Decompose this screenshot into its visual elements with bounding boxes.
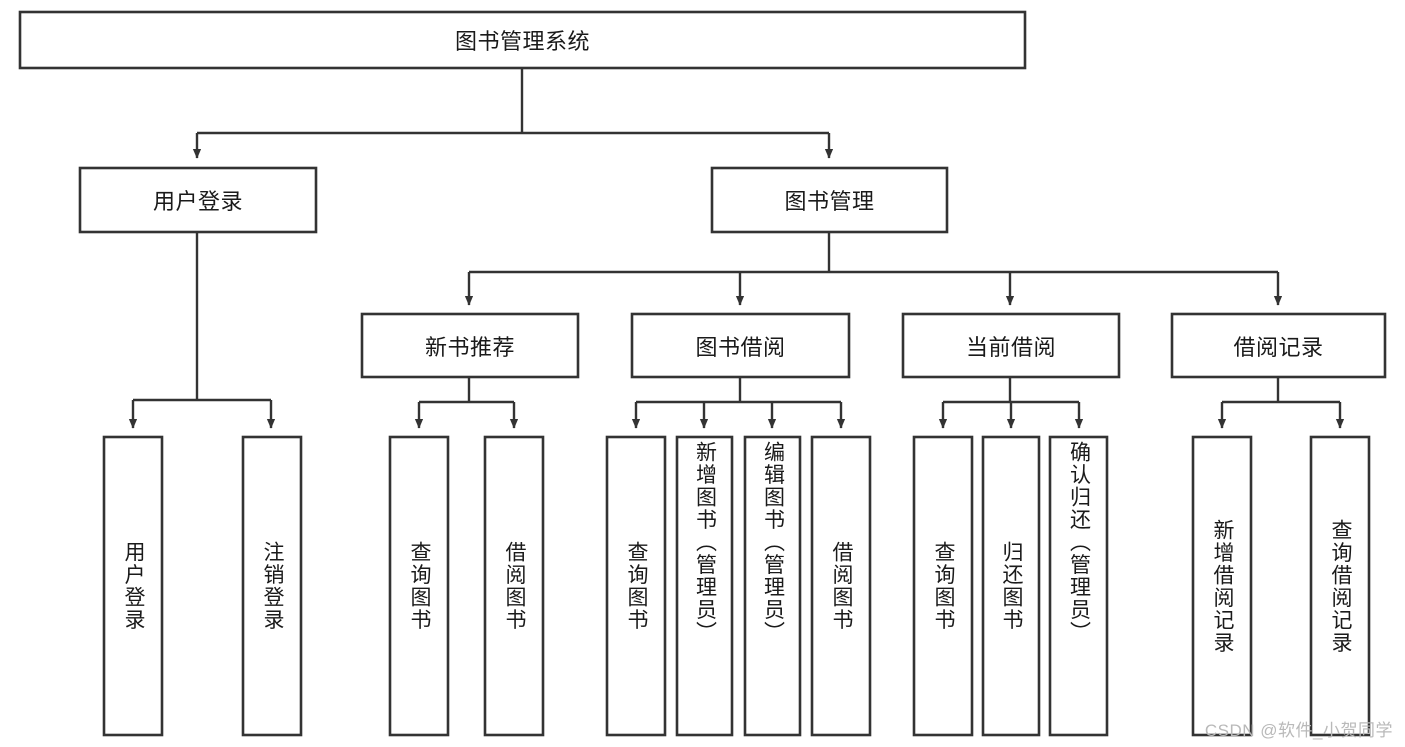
node-leaf-return-book[interactable] <box>981 435 1041 737</box>
node-new-book-recommend[interactable] <box>360 312 580 379</box>
watermark-text: CSDN @软件_小贺同学 <box>1204 721 1393 740</box>
connector-newbook-to-leaves <box>414 377 519 429</box>
connector-borrowrecord-to-leaves <box>1217 377 1345 429</box>
node-current-borrow[interactable] <box>901 312 1121 379</box>
node-book-borrow[interactable] <box>630 312 851 379</box>
connector-currentborrow-to-leaves <box>938 377 1084 429</box>
connector-root-to-level2 <box>192 68 834 159</box>
node-leaf-query-book-1[interactable] <box>388 435 450 737</box>
node-leaf-add-book[interactable] <box>675 435 734 737</box>
node-leaf-edit-book[interactable] <box>743 435 802 737</box>
connector-userlogin-to-leaves <box>128 232 276 429</box>
node-leaf-add-record[interactable] <box>1191 435 1253 737</box>
node-root[interactable] <box>18 10 1027 70</box>
node-leaf-query-record[interactable] <box>1309 435 1371 737</box>
node-leaf-query-book-3[interactable] <box>912 435 974 737</box>
node-borrow-record[interactable] <box>1170 312 1387 379</box>
node-book-manage[interactable] <box>710 166 949 234</box>
connector-bookmanage-to-level3 <box>464 232 1283 306</box>
node-leaf-borrow-book-1[interactable] <box>483 435 545 737</box>
node-leaf-confirm-return[interactable] <box>1048 435 1109 737</box>
node-leaf-borrow-book-2[interactable] <box>810 435 872 737</box>
connector-bookborrow-to-leaves <box>631 377 846 429</box>
node-leaf-user-login[interactable] <box>102 435 164 737</box>
node-leaf-logout-login[interactable] <box>241 435 303 737</box>
node-user-login[interactable] <box>78 166 318 234</box>
node-leaf-query-book-2[interactable] <box>605 435 667 737</box>
